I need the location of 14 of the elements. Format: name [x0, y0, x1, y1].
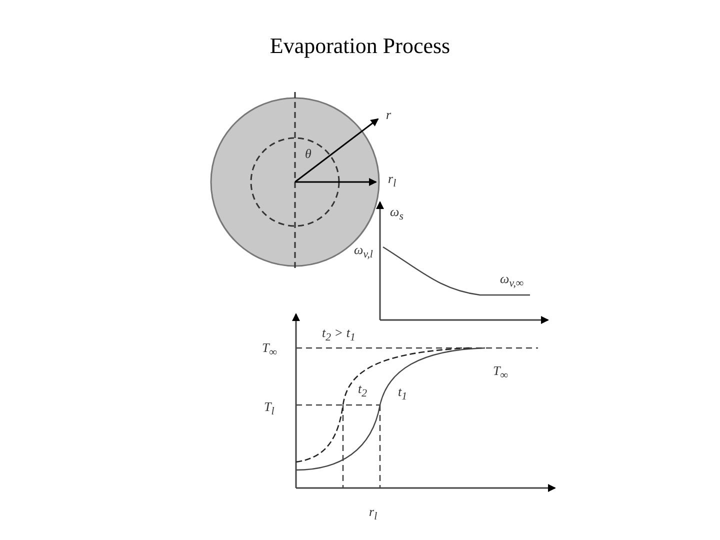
curve-label: T$_{∞}$: [493, 364, 508, 382]
axis-label: r$_{l}$: [369, 505, 378, 522]
value-label: ω$_{v,∞}$: [500, 272, 524, 290]
title: Evaporation Process: [268, 33, 452, 59]
curve-label: t$_{2}$: [358, 382, 368, 400]
axis-label: r: [386, 108, 392, 121]
radius-label: r$_{l}$: [388, 172, 396, 190]
axis-label: T$_{l}$: [264, 400, 274, 418]
curve-label: t$_{1}$: [398, 385, 408, 402]
axis-label: T$_{∞}$: [262, 341, 277, 358]
value-label: ω$_{v,l}$: [354, 243, 373, 260]
curve-label: t$_{2}$ > t$_{1}$: [322, 326, 356, 344]
value-label: ω$_{s}$: [390, 205, 404, 222]
angle-label: θ: [305, 147, 312, 160]
